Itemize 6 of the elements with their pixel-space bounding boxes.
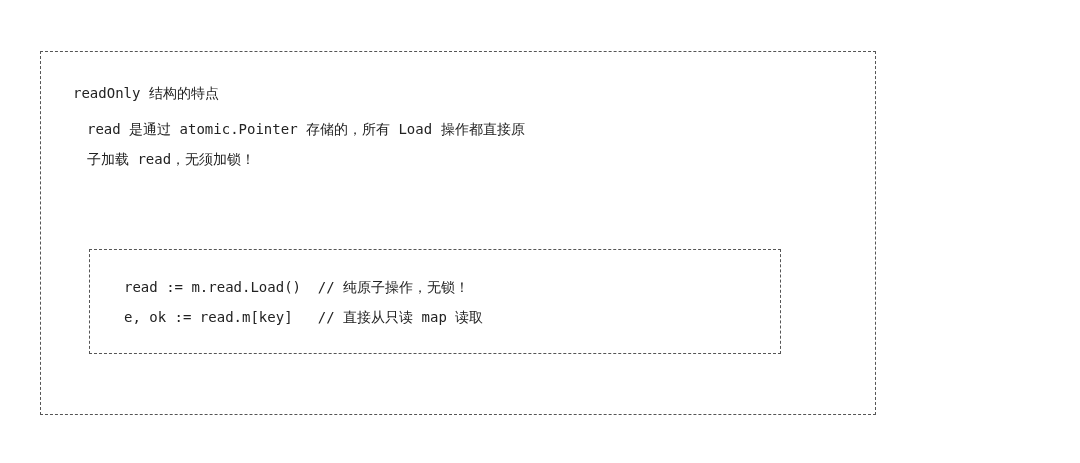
- code-box: [89, 249, 781, 354]
- code-line: e, ok := read.m[key] // 直接从只读 map 读取: [124, 308, 485, 327]
- heading-text: readOnly 结构的特点: [73, 84, 220, 103]
- frame-box: [40, 51, 876, 415]
- description-text: read 是通过 atomic.Pointer 存储的，所有 Load 操作都直接原子加载 read，无须加锁！: [87, 120, 526, 169]
- code-line: read := m.read.Load() // 纯原子操作，无锁！: [124, 278, 471, 297]
